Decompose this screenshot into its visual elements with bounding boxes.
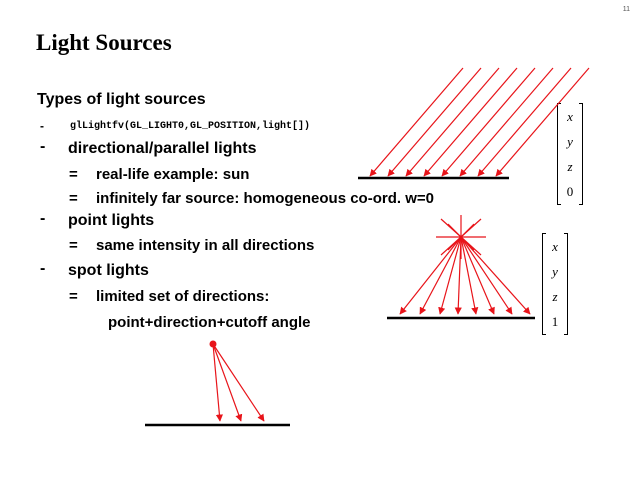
spot-ray [212, 343, 223, 422]
page-number: 11 [622, 6, 630, 13]
directional-light-diagram [358, 67, 590, 180]
point-light-diagram [387, 215, 535, 320]
vector-component: z [552, 289, 558, 304]
point-ray [454, 236, 462, 315]
point-ray [460, 236, 495, 315]
point-ray [419, 236, 462, 315]
eq-sign: = [69, 288, 78, 305]
bullet-dash: - [40, 138, 46, 155]
slide-title: Light Sources [36, 30, 172, 55]
vector-component: y [552, 264, 558, 279]
vector-component: 1 [551, 314, 559, 329]
spot-ray [212, 343, 243, 422]
parallel-ray [369, 67, 464, 177]
eq-sign: = [69, 190, 78, 207]
point-ray [399, 236, 462, 315]
bullet-dash: - [40, 260, 46, 277]
bullet-point: point lights [68, 212, 155, 229]
sub-item-cutoff: point+direction+cutoff angle [108, 314, 311, 331]
point-ray [460, 236, 479, 315]
sub-item-limited: limited set of directions: [96, 288, 270, 305]
sub-item-sun: real-life example: sun [96, 166, 250, 183]
eq-sign: = [69, 166, 78, 183]
bullet-spot: spot lights [68, 262, 149, 279]
vector-component: y [567, 134, 573, 149]
bullet-dash: - [40, 119, 44, 133]
vector-directional: x y z 0 [557, 103, 583, 205]
parallel-ray [459, 67, 554, 177]
bullet-dash: - [40, 210, 46, 227]
parallel-ray [441, 67, 536, 177]
spot-ray [212, 343, 265, 422]
parallel-ray [387, 67, 482, 177]
parallel-ray [423, 67, 518, 177]
sub-item-same-intensity: same intensity in all directions [96, 237, 315, 254]
bullet-directional: directional/parallel lights [68, 140, 257, 157]
section-subtitle: Types of light sources [37, 91, 206, 108]
code-line: glLightfv(GL_LIGHT0,GL_POSITION,light[]) [70, 121, 311, 132]
vector-point: x y z 1 [542, 233, 568, 335]
eq-sign: = [69, 237, 78, 254]
vector-component: x [567, 109, 573, 124]
parallel-ray [477, 67, 572, 177]
point-ray [460, 236, 513, 315]
vector-component: 0 [566, 184, 574, 199]
spot-light-diagram [145, 340, 290, 427]
parallel-ray [495, 67, 590, 177]
point-ray [438, 236, 462, 315]
point-ray [460, 236, 531, 315]
parallel-ray [405, 67, 500, 177]
vector-component: z [567, 159, 573, 174]
sub-item-infinite: infinitely far source: homogeneous co-or… [96, 190, 434, 207]
vector-component: x [552, 239, 558, 254]
